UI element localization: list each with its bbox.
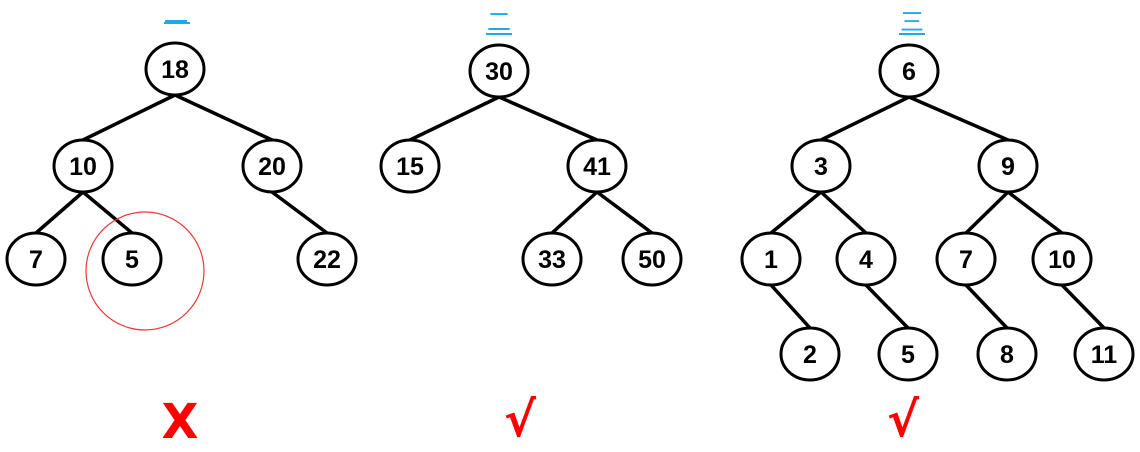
node-circle	[468, 43, 530, 99]
node-value: 11	[1091, 341, 1118, 369]
node-value: 15	[396, 153, 424, 181]
node-circle	[935, 231, 997, 287]
node-circle	[521, 231, 583, 287]
node-circle	[877, 326, 939, 382]
tree-one-node-5: 5	[101, 231, 163, 287]
tree-three-node-6: 6	[878, 43, 940, 99]
tree-three-edge-3-1	[769, 190, 823, 235]
tree-three-node-5: 5	[877, 326, 939, 382]
tree-one-node-10: 10	[52, 138, 114, 194]
tree-three-title: 三	[900, 8, 924, 36]
tree-one-verdict-mark: X	[161, 394, 198, 450]
node-value: 41	[583, 153, 611, 181]
node-circle	[621, 231, 683, 287]
node-value: 10	[69, 153, 97, 181]
tree-three-node-8: 8	[976, 326, 1038, 382]
node-circle	[740, 231, 802, 287]
tree-one-node-20: 20	[241, 138, 303, 194]
node-value: 5	[125, 246, 139, 274]
node-value: 7	[29, 246, 43, 274]
tree-two-title: 二	[487, 8, 511, 36]
tree-three-node-9: 9	[977, 138, 1039, 194]
tree-two-node-30: 30	[468, 43, 530, 99]
tree-three-node-11: 11	[1073, 326, 1135, 382]
node-circle	[779, 326, 841, 382]
node-circle	[379, 138, 441, 194]
node-circle	[144, 41, 206, 97]
node-value: 4	[859, 246, 873, 274]
node-circle	[5, 231, 67, 287]
tree-three-edge-10-11	[1060, 283, 1106, 330]
node-circle	[296, 231, 358, 287]
tree-three-node-2: 2	[779, 326, 841, 382]
node-circle	[101, 231, 163, 287]
tree-two-edge-41-50	[595, 190, 654, 235]
tree-two-edge-30-41	[497, 95, 599, 142]
node-value: 10	[1048, 246, 1076, 274]
tree-one-edge-18-10	[81, 93, 177, 142]
node-value: 9	[1001, 153, 1015, 181]
edges-layer	[34, 93, 1106, 330]
node-value: 30	[485, 58, 513, 86]
tree-two-node-50: 50	[621, 231, 683, 287]
node-circle	[1073, 326, 1135, 382]
tree-three-node-10: 10	[1031, 231, 1093, 287]
node-value: 20	[258, 153, 286, 181]
tree-two-verdict-mark: √	[504, 392, 537, 448]
tree-three-edge-9-10	[1006, 190, 1064, 235]
node-value: 50	[638, 246, 666, 274]
node-circle	[52, 138, 114, 194]
node-circle	[790, 138, 852, 194]
node-value: 5	[901, 341, 915, 369]
tree-one-node-18: 18	[144, 41, 206, 97]
tree-three-node-3: 3	[790, 138, 852, 194]
tree-one-highlight-ring	[85, 211, 205, 331]
node-circle	[1031, 231, 1093, 287]
node-circle	[835, 231, 897, 287]
tree-one-node-22: 22	[296, 231, 358, 287]
tree-one-edge-18-20	[173, 93, 274, 142]
tree-three-node-4: 4	[835, 231, 897, 287]
tree-two-edge-41-33	[550, 190, 599, 235]
tree-three-edge-7-8	[964, 283, 1009, 330]
tree-three-node-7: 7	[935, 231, 997, 287]
node-circle	[566, 138, 628, 194]
tree-three-verdict-mark: √	[887, 392, 920, 448]
tree-one-edge-10-7	[34, 190, 85, 235]
node-value: 3	[814, 153, 828, 181]
tree-three-edge-6-3	[819, 95, 911, 142]
tree-two-node-15: 15	[379, 138, 441, 194]
nodes-layer: 18 10 20 7 5 22 30 15 41 33 50 6 3 9 1 4 7 10 2 5 8 11	[5, 41, 1135, 382]
tree-one-edge-20-22	[270, 190, 329, 235]
node-circle	[976, 326, 1038, 382]
tree-three-node-1: 1	[740, 231, 802, 287]
node-value: 22	[313, 246, 341, 274]
tree-three-edge-3-4	[819, 190, 868, 235]
node-circle	[878, 43, 940, 99]
tree-three-edge-4-5	[864, 283, 910, 330]
node-value: 8	[1000, 341, 1014, 369]
node-value: 7	[959, 246, 973, 274]
labels-layer: 一X二√三√	[85, 8, 925, 450]
node-value: 2	[803, 341, 817, 369]
tree-two-edge-30-15	[408, 95, 501, 142]
node-value: 33	[538, 246, 566, 274]
node-value: 6	[902, 58, 916, 86]
node-value: 18	[161, 56, 189, 84]
tree-one-edge-10-5	[81, 190, 134, 235]
node-circle	[977, 138, 1039, 194]
tree-three-edge-1-2	[769, 283, 812, 330]
tree-two-node-41: 41	[566, 138, 628, 194]
tree-three-edge-9-7	[964, 190, 1010, 235]
node-value: 1	[764, 246, 778, 274]
node-circle	[241, 138, 303, 194]
tree-two-node-33: 33	[521, 231, 583, 287]
tree-three-edge-6-9	[907, 95, 1010, 142]
tree-one-node-7: 7	[5, 231, 67, 287]
